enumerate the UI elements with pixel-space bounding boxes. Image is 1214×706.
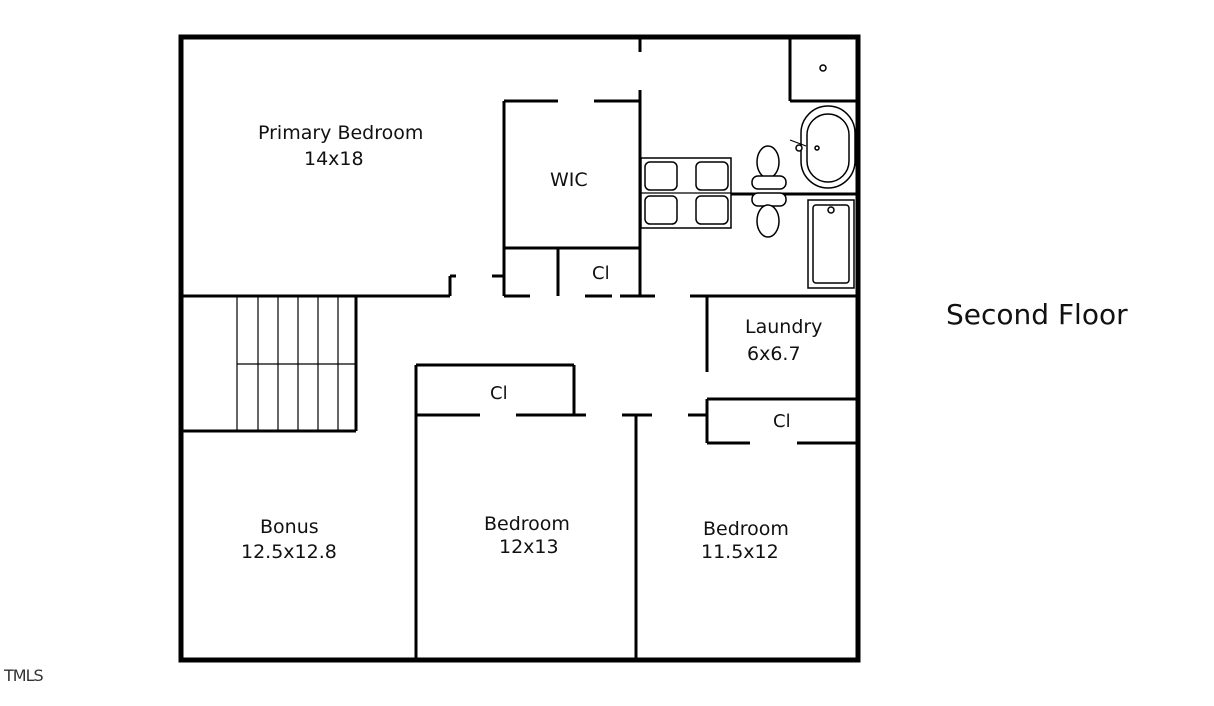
bathtub-icon	[807, 199, 855, 289]
room-name-bedroom-2: Bedroom	[484, 513, 570, 535]
room-size-bonus: 12.5x12.8	[241, 541, 337, 563]
bathtub-icon	[789, 105, 856, 189]
exterior-wall	[178, 34, 861, 663]
room-name-closet-hall: Cl	[490, 383, 508, 404]
room-name-laundry: Laundry	[745, 316, 822, 338]
room-name-primary-bedroom: Primary Bedroom	[258, 122, 423, 144]
room-name-closet-laundry: Cl	[773, 411, 791, 432]
room-size-primary-bedroom: 14x18	[304, 148, 364, 170]
toilet-icon	[751, 192, 787, 238]
room-size-bedroom-2: 12x13	[499, 536, 559, 558]
room-name-bonus: Bonus	[260, 516, 319, 538]
room-size-laundry: 6x6.7	[747, 343, 801, 365]
shower-icon	[819, 64, 827, 72]
room-name-closet-primary: Cl	[592, 263, 610, 284]
room-size-bedroom-3: 11.5x12	[701, 541, 779, 563]
room-name-wic: WIC	[550, 169, 588, 191]
stairs-icon	[236, 296, 356, 431]
interior-walls	[181, 37, 858, 660]
toilet-icon	[751, 145, 787, 190]
room-name-bedroom-3: Bedroom	[703, 518, 789, 540]
mls-watermark: TMLS	[4, 666, 44, 685]
sink-icon	[640, 157, 732, 229]
floor-title: Second Floor	[946, 298, 1128, 331]
